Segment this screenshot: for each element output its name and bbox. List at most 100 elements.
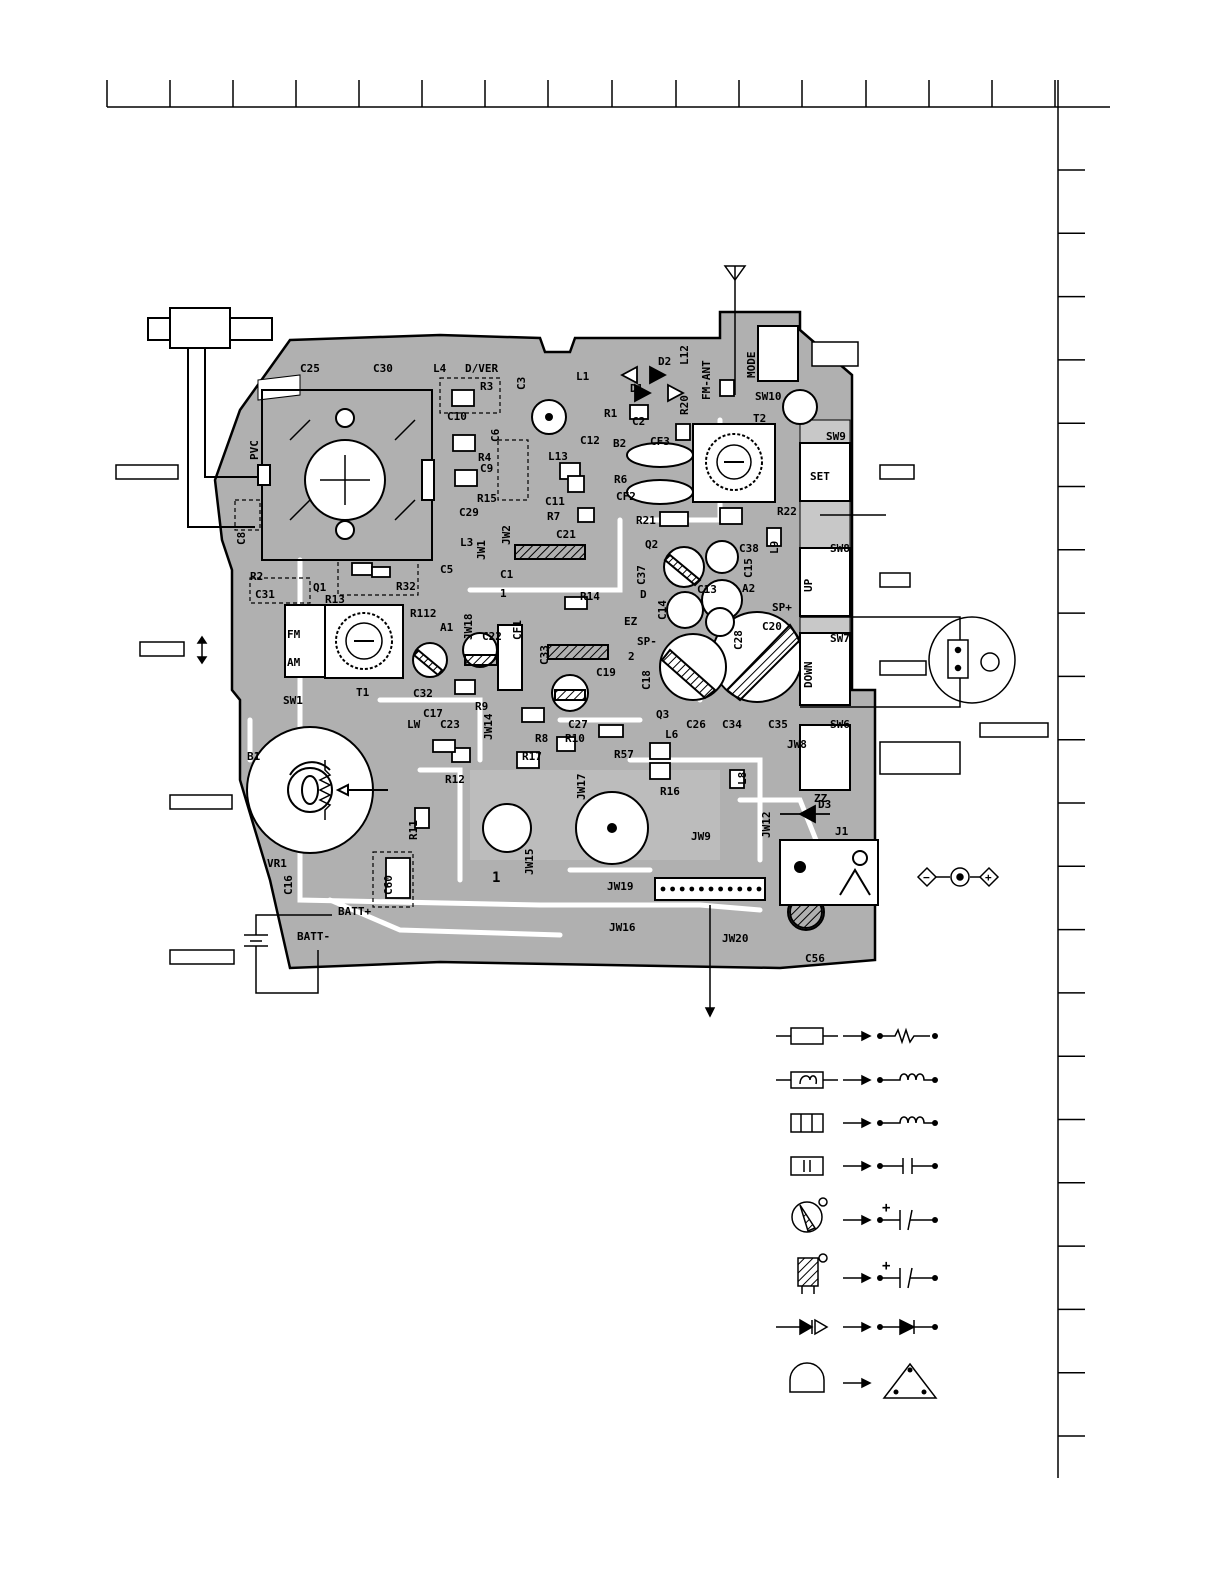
label-sw6: SW6 (830, 718, 850, 731)
label-c27: C27 (568, 718, 588, 731)
label-mode: MODE (745, 352, 758, 379)
label-c30: C30 (373, 362, 393, 375)
label-l1: L1 (576, 370, 590, 383)
connector-arrow (704, 905, 716, 1018)
jack-minus: − (923, 871, 930, 884)
legend-dot (877, 1217, 883, 1223)
label-lw: LW (407, 718, 421, 731)
legend-arrow-head (861, 1272, 872, 1284)
label-sw10: SW10 (755, 390, 782, 403)
legend-dots: ++−+ (877, 871, 992, 1395)
label-set: SET (810, 470, 830, 483)
label-jw1: JW1 (475, 540, 488, 560)
label-sw7: SW7 (830, 632, 850, 645)
label-r15: R15 (477, 492, 497, 505)
label-d: D (640, 588, 647, 601)
label-c23: C23 (440, 718, 460, 731)
label-pvc: PVC (248, 440, 261, 460)
label-r112: R112 (410, 607, 437, 620)
label-up: UP (802, 578, 815, 592)
label-r7: R7 (547, 510, 560, 523)
label-r1: R1 (604, 407, 618, 420)
legend-dot (932, 1324, 938, 1330)
label-l13: L13 (548, 450, 568, 463)
passive-part (451, 747, 471, 763)
legend-pin-dot (907, 1367, 913, 1373)
legend-pin-dot (921, 1389, 927, 1395)
label-c28: C28 (732, 630, 745, 650)
passive-part (629, 404, 649, 420)
label-jw16: JW16 (609, 921, 636, 934)
passive-part (414, 807, 430, 829)
label-c35: C35 (768, 718, 788, 731)
passive-part (719, 507, 743, 525)
label-mark1: 1 (500, 587, 507, 600)
passive-part (719, 379, 735, 397)
label-cf3: CF3 (650, 435, 670, 448)
pvc-tuning-capacitor (257, 389, 435, 561)
label-sw1: SW1 (283, 694, 303, 707)
connector-pin (747, 886, 752, 892)
label-r12: R12 (445, 773, 465, 786)
label-r3: R3 (480, 380, 493, 393)
passive-part (454, 679, 476, 695)
legend-dot (877, 1033, 883, 1039)
label-jw14: JW14 (482, 713, 495, 740)
label-vr1: VR1 (267, 857, 287, 870)
label-r4: R4 (478, 451, 492, 464)
speaker (800, 616, 1016, 708)
label-c60: C60 (382, 875, 395, 895)
label-c12: C12 (580, 434, 600, 447)
label-battplus: BATT+ (338, 905, 371, 918)
connector-pin (699, 886, 704, 892)
label-l3: L3 (460, 536, 473, 549)
label-spminus: SP- (637, 635, 657, 648)
label-r8: R8 (535, 732, 548, 745)
label-d2: D2 (658, 355, 671, 368)
label-c15: C15 (742, 558, 755, 578)
label-r13: R13 (325, 593, 345, 606)
label-l12: L12 (678, 345, 691, 365)
label-c56: C56 (805, 952, 825, 965)
legend-arrows (843, 1030, 872, 1389)
passive-part (567, 475, 585, 493)
label-l6: L6 (665, 728, 679, 741)
connector-pin (660, 886, 666, 892)
label-r20: R20 (678, 395, 691, 415)
label-c5: C5 (440, 563, 453, 576)
label-c3: C3 (515, 377, 528, 390)
label-sw9: SW9 (826, 430, 846, 443)
symbol-legend (776, 1027, 938, 1399)
legend-dot (877, 1275, 883, 1281)
label-down: DOWN (802, 662, 815, 689)
passive-part (649, 742, 671, 760)
dc-jack-j1 (779, 839, 879, 906)
tact-switches (284, 325, 851, 791)
label-jw19: JW19 (607, 880, 634, 893)
passive-part (371, 566, 391, 578)
connector-pin (708, 886, 714, 892)
passive-part (351, 562, 373, 576)
ceramic-filters (497, 442, 694, 691)
dashed-outlines (234, 377, 529, 908)
label-c26: C26 (686, 718, 706, 731)
legend-arrow-head (861, 1117, 872, 1129)
legend-dot (932, 1033, 938, 1039)
label-c16: C16 (282, 875, 295, 895)
label-t1: T1 (356, 686, 370, 699)
label-d1: D1 (630, 382, 644, 395)
label-c2: C2 (632, 415, 645, 428)
am-fm-switch-arrow (196, 635, 208, 665)
legend-arrow-head (861, 1377, 872, 1389)
label-a2: A2 (742, 582, 755, 595)
label-r11: R11 (407, 820, 420, 840)
label-c1: C1 (500, 568, 514, 581)
label-fm: FM (287, 628, 301, 641)
legend-dot (932, 1077, 938, 1083)
label-ez: EZ (624, 615, 638, 628)
connector-pin (679, 886, 685, 892)
passive-part (432, 739, 456, 753)
legend-dot (932, 1217, 938, 1223)
label-jw2: JW2 (500, 525, 513, 545)
passive-part (598, 724, 624, 738)
